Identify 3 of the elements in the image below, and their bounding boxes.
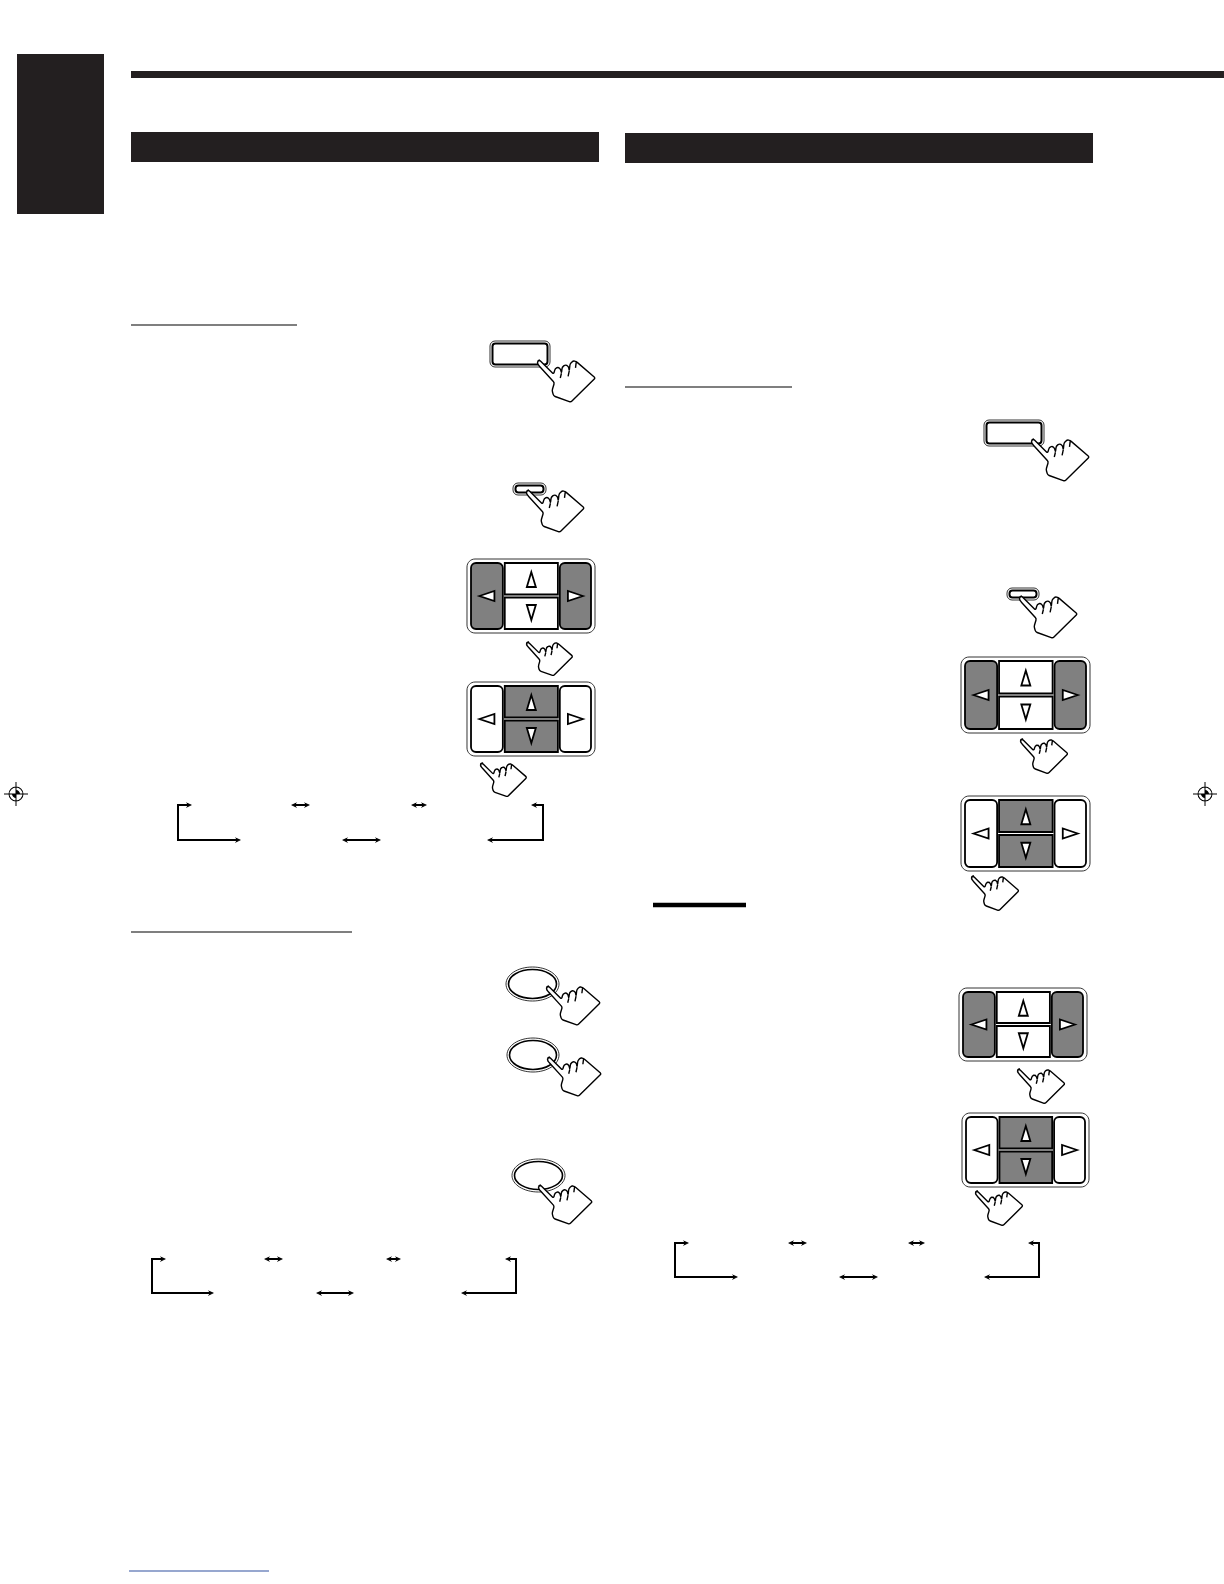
heading-bar — [625, 133, 1093, 163]
side-tab — [17, 54, 104, 214]
heading-bar — [131, 132, 599, 162]
